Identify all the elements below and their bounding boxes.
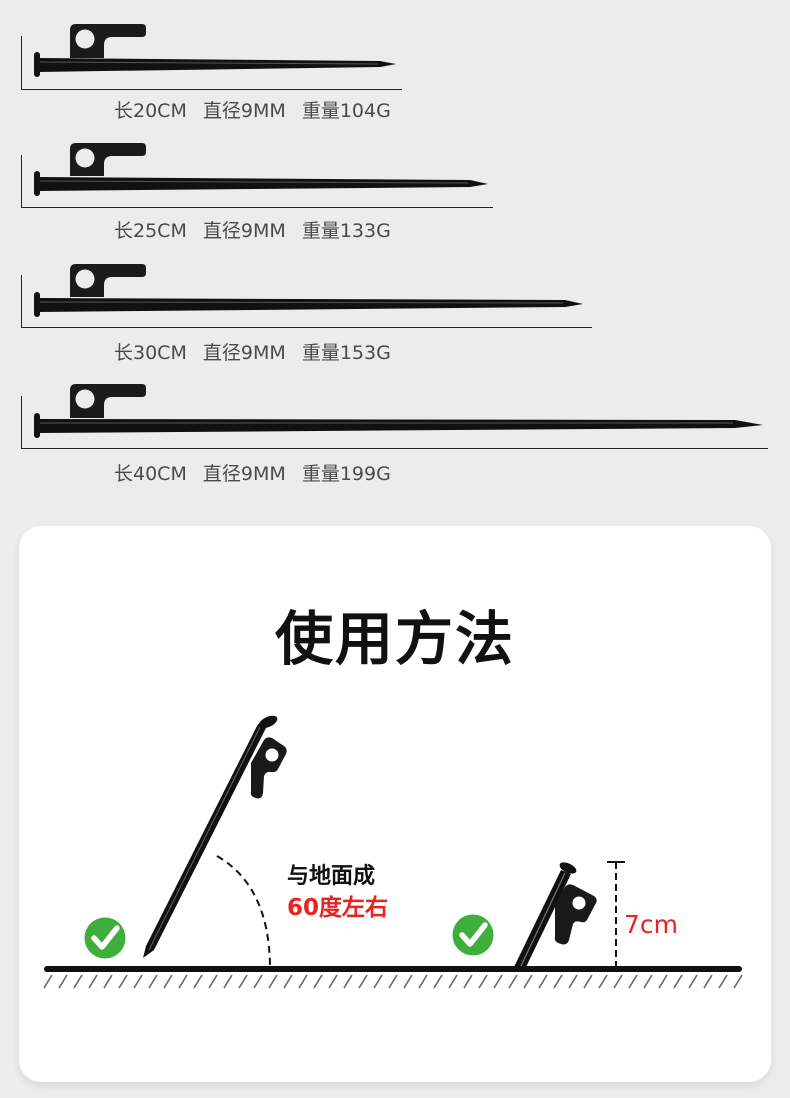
angle-arc [216, 855, 271, 967]
measure-bracket [21, 396, 768, 449]
spec-row-25cm: 长25CM 直径9MM 重量133G [0, 120, 790, 245]
measure-bracket [21, 275, 592, 328]
inserted-stake-icon [514, 862, 597, 967]
height-label: 7cm [624, 910, 679, 939]
weight-value: 重量133G [301, 220, 391, 242]
usage-title: 使用方法 [274, 605, 515, 673]
tent-stake-icon [34, 24, 396, 77]
length-value: 长30CM [114, 342, 187, 364]
diameter-value: 直径9MM [202, 463, 286, 485]
diameter-value: 直径9MM [202, 220, 286, 242]
ground-hatch [43, 974, 743, 989]
weight-value: 重量104G [301, 100, 391, 122]
spec-label: 长30CM 直径9MM 重量153G [114, 338, 401, 365]
spec-label: 长40CM 直径9MM 重量199G [114, 459, 401, 486]
weight-value: 重量153G [301, 342, 391, 364]
usage-card: 使用方法 [19, 526, 771, 1082]
tent-stake-icon [34, 264, 583, 317]
diameter-value: 直径9MM [202, 100, 286, 122]
angle-label: 与地面成 [287, 864, 376, 889]
angle-value-label: 60度左右 [287, 895, 389, 921]
length-value: 长40CM [114, 463, 187, 485]
tent-stake-icon [34, 384, 763, 438]
ground-line [44, 966, 742, 972]
spec-label: 长25CM 直径9MM 重量133G [114, 216, 401, 243]
measure-bracket [21, 155, 493, 208]
spec-row-40cm: 长40CM 直径9MM 重量199G [0, 362, 790, 487]
diameter-value: 直径9MM [202, 342, 286, 364]
tent-stake-icon [34, 143, 488, 196]
spec-label: 长20CM 直径9MM 重量104G [114, 96, 401, 123]
spec-row-20cm: 长20CM 直径9MM 重量104G [0, 0, 790, 125]
length-value: 长25CM [114, 220, 187, 242]
angled-stake-icon [143, 715, 287, 958]
check-icon [452, 914, 494, 956]
check-icon [84, 917, 126, 959]
length-value: 长20CM [114, 100, 187, 122]
measure-bracket [21, 36, 402, 90]
weight-value: 重量199G [301, 463, 391, 485]
spec-row-30cm: 长30CM 直径9MM 重量153G [0, 241, 790, 366]
usage-diagram [43, 715, 743, 989]
height-measure [607, 861, 625, 966]
